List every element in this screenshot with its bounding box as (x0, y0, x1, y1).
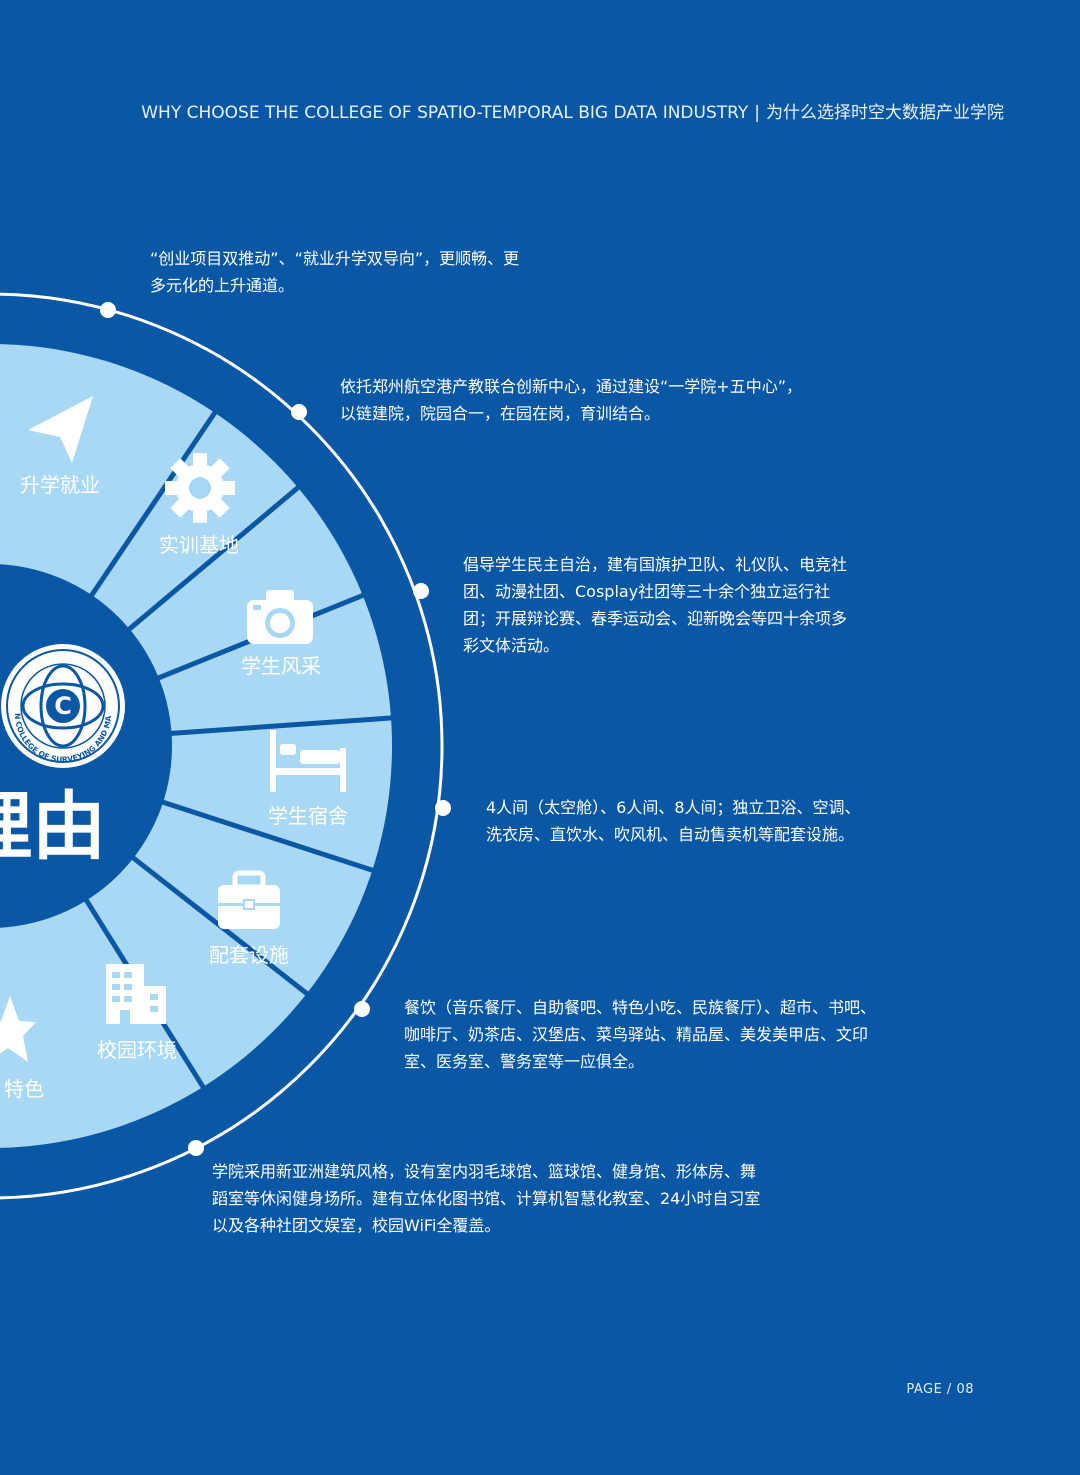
description-training: 依托郑州航空港产教联合创新中心，通过建设“一学院+五中心”， 以链建院，院园合一… (340, 373, 802, 427)
description-line: 团；开展辩论赛、春季运动会、迎新晚会等四十余项多 (463, 609, 848, 628)
description-dormitory: 4人间（太空舱）、6人间、8人间；独立卫浴、空调、 洗衣房、直饮水、吹风机、自动… (486, 794, 861, 848)
page-number: PAGE / 08 (906, 1382, 974, 1397)
outer-ring (0, 292, 444, 1200)
segment-label-campus: 校园环境 (97, 1038, 177, 1062)
description-line: 倡导学生民主自治，建有国旗护卫队、礼仪队、电竞社 (463, 555, 848, 574)
segment-label-dormitory: 学生宿舍 (268, 804, 348, 828)
segment-label-student-style: 学生风采 (241, 654, 321, 678)
description-line: 咖啡厅、奶茶店、汉堡店、菜鸟驿站、精品屋、美发美甲店、文印 (404, 1025, 869, 1044)
timeline-dot (188, 1140, 204, 1156)
timeline-dots (100, 302, 451, 1156)
segment-divider (126, 483, 302, 633)
description-line: 蹈室等休闲健身场所。建有立体化图书馆、计算机智慧化教室、24小时自习室 (212, 1189, 761, 1208)
description-line: 餐饮（音乐餐厅、自助餐吧、特色小吃、民族餐厅）、超市、书吧、 (404, 998, 877, 1017)
segment-divider (88, 408, 219, 599)
center-title: 理由 (0, 784, 106, 870)
college-logo: C HENAN COLLEGE OF SURVEYING AND MAPPING (1, 644, 125, 768)
timeline-dot (291, 404, 307, 420)
send-arrow-icon (28, 396, 93, 463)
svg-text:C: C (54, 692, 72, 720)
description-line: 4人间（太空舱）、6人间、8人间；独立卫浴、空调、 (486, 798, 861, 817)
segment-label-training: 实训基地 (159, 533, 239, 557)
segment-divider (160, 799, 376, 874)
timeline-dot (354, 1001, 370, 1017)
timeline-dot (100, 302, 116, 318)
description-line: 室、医务室、警务室等一应俱全。 (404, 1052, 645, 1071)
segment-label-facilities: 配套设施 (209, 943, 289, 967)
segment-label-career: 升学就业 (20, 473, 100, 497)
description-line: 以链建院，院园合一，在园在岗，育训结合。 (340, 404, 661, 423)
segment-label-features: 特色 (4, 1077, 44, 1101)
description-student-style: 倡导学生民主自治，建有国旗护卫队、礼仪队、电竞社 团、动漫社团、Cosplay社… (463, 551, 847, 659)
description-line: 彩文体活动。 (463, 636, 560, 655)
description-line: 多元化的上升通道。 (150, 276, 295, 295)
description-career: “创业项目双推动”、“就业升学双导向”，更顺畅、更 多元化的上升通道。 (150, 245, 519, 299)
timeline-dot (435, 800, 451, 816)
header-english: WHY CHOOSE THE COLLEGE OF SPATIO-TEMPORA… (141, 103, 749, 123)
description-line: “创业项目双推动”、“就业升学双导向”，更顺畅、更 (150, 249, 520, 268)
description-facilities: 餐饮（音乐餐厅、自助餐吧、特色小吃、民族餐厅）、超市、书吧、 咖啡厅、奶茶店、汉… (404, 994, 876, 1075)
description-line: 依托郑州航空港产教联合创新中心，通过建设“一学院+五中心”， (340, 377, 802, 396)
description-line: 团、动漫社团、Cosplay社团等三十余个独立运行社 (463, 582, 831, 601)
description-campus: 学院采用新亚洲建筑风格，设有室内羽毛球馆、篮球馆、健身馆、形体房、舞 蹈室等休闲… (212, 1158, 760, 1239)
description-line: 学院采用新亚洲建筑风格，设有室内羽毛球馆、篮球馆、健身馆、形体房、舞 (212, 1162, 757, 1181)
segment-divider (169, 715, 395, 736)
camera-icon (247, 590, 313, 644)
header-chinese: 为什么选择时空大数据产业学院 (766, 103, 1004, 123)
gear-icon (165, 453, 235, 523)
star-icon (0, 996, 36, 1062)
page-header: WHY CHOOSE THE COLLEGE OF SPATIO-TEMPORA… (141, 98, 1004, 123)
segment-band (0, 344, 392, 1148)
header-separator: | (754, 103, 760, 123)
bed-icon (270, 730, 346, 792)
briefcase-icon (218, 870, 280, 929)
description-line: 以及各种社团文娱室，校园WiFi全覆盖。 (212, 1216, 501, 1235)
description-line: 洗衣房、直饮水、吹风机、自动售卖机等配套设施。 (486, 825, 855, 844)
building-icon (106, 964, 166, 1024)
timeline-dot (413, 583, 429, 599)
